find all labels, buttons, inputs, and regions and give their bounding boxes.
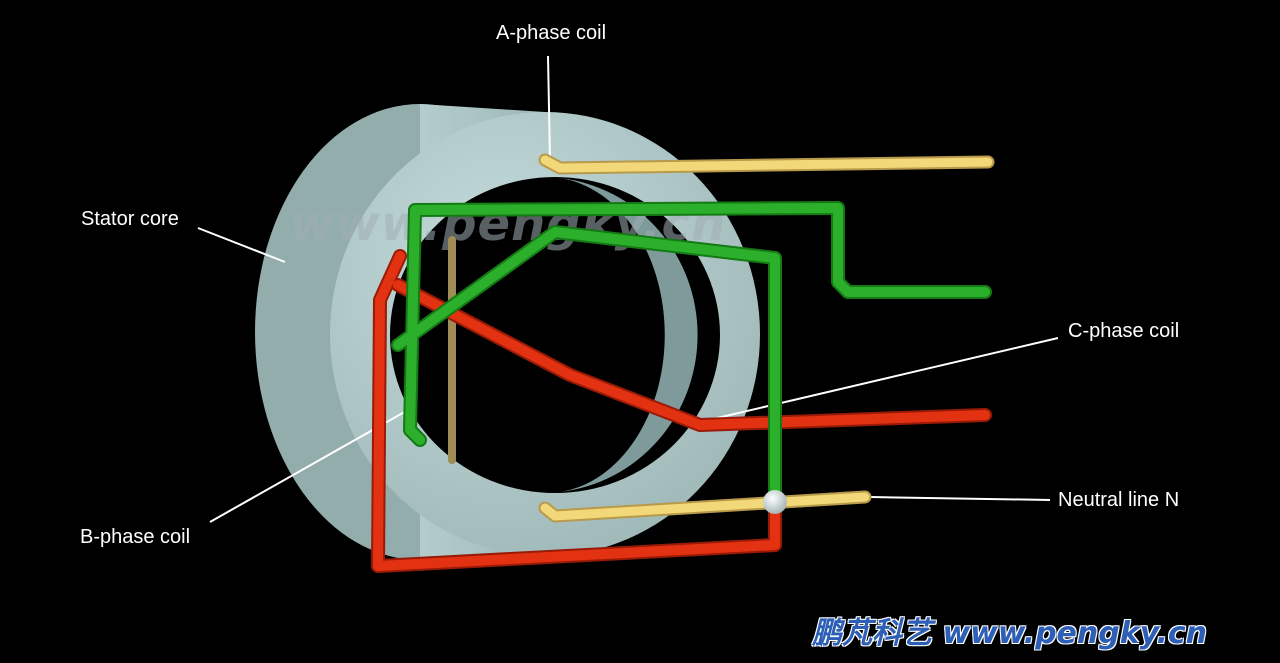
neutral-line bbox=[538, 490, 872, 523]
stator-leader bbox=[197, 227, 286, 263]
neutral-node bbox=[763, 490, 787, 514]
c-phase-leader bbox=[699, 337, 1059, 423]
a-phase-coil bbox=[538, 153, 995, 175]
neutral-line-label: Neutral line N bbox=[1058, 489, 1180, 511]
c-phase-coil bbox=[371, 249, 992, 573]
stator-core bbox=[255, 104, 760, 560]
neutral-leader bbox=[869, 496, 1051, 501]
brand-logo: 鹏芃科艺 www.pengky.cn bbox=[812, 616, 1208, 651]
b-phase-coil-label: B-phase coil bbox=[80, 526, 191, 548]
c-phase-coil-label: C-phase coil bbox=[1068, 320, 1180, 342]
b-phase-coil bbox=[391, 201, 992, 505]
leader-lines bbox=[197, 55, 1059, 523]
stator-core-label: Stator core bbox=[81, 208, 179, 230]
a-phase-leader bbox=[547, 55, 551, 161]
a-phase-coil-label: A-phase coil bbox=[496, 22, 607, 44]
